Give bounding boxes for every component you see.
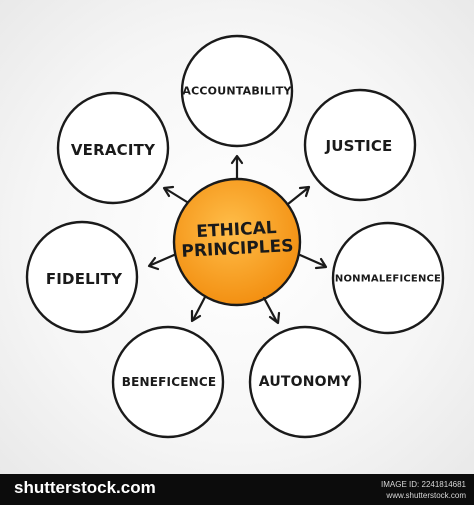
node-circle-justice (303, 88, 417, 202)
arrow-to-beneficence (190, 295, 207, 323)
mind-map-canvas: ETHICAL PRINCIPLES ACCOUNTABILITY VERACI… (0, 0, 474, 474)
node-circle-beneficence (111, 325, 225, 439)
node-label-nonmaleficence: NONMALEFICENCE (334, 273, 442, 285)
mind-map-graphics (25, 34, 445, 439)
node-label-veracity: VERACITY (70, 141, 156, 159)
image-id-text: IMAGE ID: 2241814681 (381, 480, 466, 489)
arrow-to-justice (286, 185, 311, 206)
arrow-to-nonmaleficence (298, 253, 328, 270)
node-circle-autonomy (248, 325, 362, 439)
site-url-text: www.shutterstock.com (386, 491, 466, 500)
node-circle-fidelity (25, 220, 139, 334)
footer-meta: IMAGE ID: 2241814681 www.shutterstock.co… (381, 479, 466, 501)
node-circle-veracity (56, 91, 170, 205)
arrow-to-accountability (230, 154, 244, 180)
brand-logo: shutterstock.com (14, 478, 156, 497)
node-label-beneficence: BENEFICENCE (121, 375, 217, 389)
footer-bar: shutterstock.com IMAGE ID: 2241814681 ww… (0, 474, 474, 505)
arrow-to-autonomy (262, 296, 281, 325)
node-label-autonomy: AUTONOMY (258, 374, 352, 390)
node-circle-accountability (180, 34, 294, 148)
node-circle-nonmaleficence (331, 221, 445, 335)
center-title: ETHICAL PRINCIPLES (180, 218, 294, 262)
arrow-to-veracity (162, 185, 189, 204)
node-label-justice: JUSTICE (325, 137, 393, 155)
node-label-fidelity: FIDELITY (45, 270, 123, 288)
node-label-accountability: ACCOUNTABILITY (182, 84, 292, 98)
arrow-to-fidelity (147, 253, 176, 271)
